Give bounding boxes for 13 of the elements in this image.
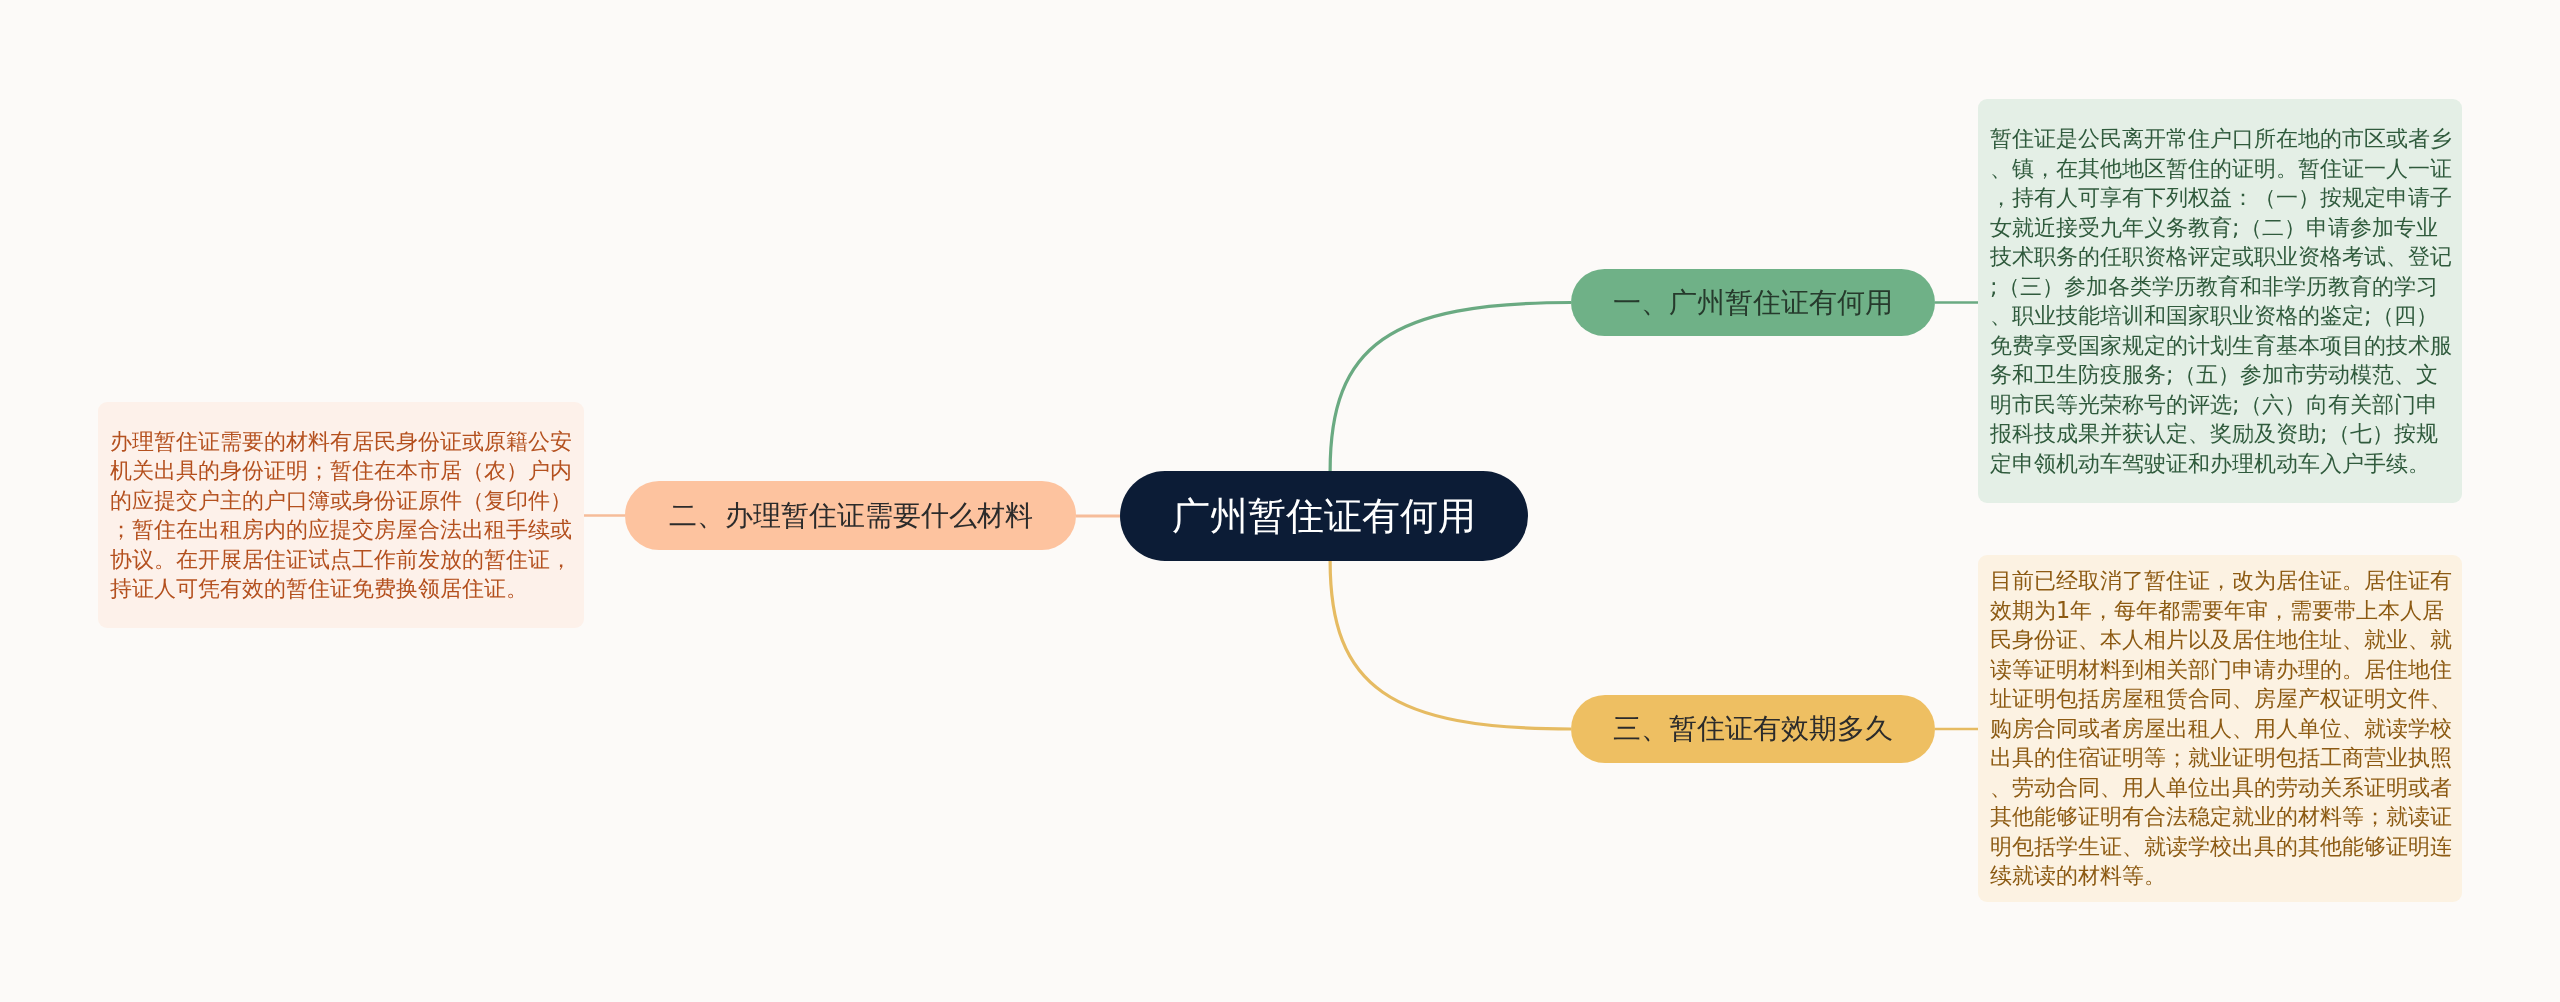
connector-line	[584, 514, 625, 517]
central-topic: 广州暂住证有何用	[1120, 471, 1528, 561]
note-box: 目前已经取消了暂住证，改为居住证。居住证有效期为1年，每年都需要年审，需要带上本人居民身份证、本人相片以及居住地住址、就业、就读等证明材料到相关部门申请办理的。居住地住址证明包括房屋租赁合同、房屋产权证明文件、购房合同或者房屋出租人、用人单位、就读学校出具的住宿证明等；就业证明包括工商营业执照、劳动合同、用人单位出具的劳动关系证明或者其他能够证明有合法稳定就业的材料等；就读证明包括学生证、就读学校出具的其他能够证明连续就读的材料等。	[1978, 555, 2462, 902]
connector-line	[1935, 301, 1978, 304]
note-box: 暂住证是公民离开常住户口所在地的市区或者乡、镇，在其他地区暂住的证明。暂住证一人一证，持有人可享有下列权益：（一）按规定申请子女就近接受九年义务教育;（二）申请参加专业技术职务的任职资格评定或职业资格考试、登记;（三）参加各类学历教育和非学历教育的学习、职业技能培训和国家职业资格的鉴定;（四）免费享受国家规定的计划生育基本项目的技术服务和卫生防疫服务;（五）参加市劳动模范、文明市民等光荣称号的评选;（六）向有关部门申报科技成果并获认定、奖励及资助;（七）按规定申领机动车驾驶证和办理机动车入户手续。	[1978, 99, 2462, 503]
connector-line	[1328, 560, 1572, 731]
branch-topic: 三、暂住证有效期多久	[1571, 695, 1935, 763]
branch-topic: 一、广州暂住证有何用	[1571, 269, 1935, 336]
connector-line	[1935, 727, 1978, 731]
branch-topic: 二、办理暂住证需要什么材料	[625, 481, 1076, 550]
connector-line	[1328, 300, 1572, 472]
connector-line	[1076, 514, 1120, 518]
note-box: 办理暂住证需要的材料有居民身份证或原籍公安机关出具的身份证明；暂住在本市居（农）户内的应提交户主的户口簿或身份证原件（复印件）；暂住在出租房内的应提交房屋合法出租手续或协议。在开展居住证试点工作前发放的暂住证，持证人可凭有效的暂住证免费换领居住证。	[98, 402, 584, 628]
